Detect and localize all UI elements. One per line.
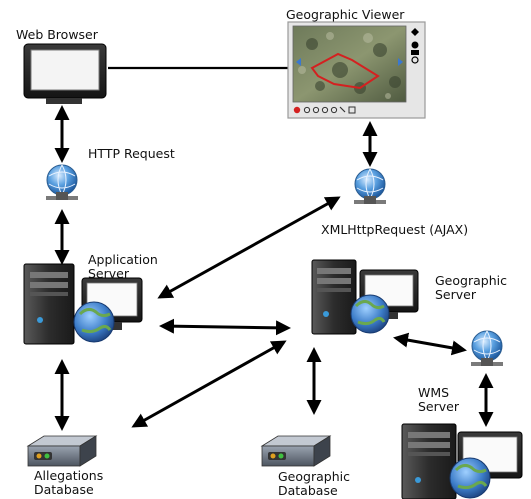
http-request-label: HTTP Request [88, 146, 175, 161]
web-browser-label: Web Browser [16, 27, 98, 42]
allegations-database-label-line2: Database [34, 482, 94, 497]
wms-server-label-line1: WMS [418, 385, 450, 400]
viewer-side-tools [411, 28, 419, 64]
wms-network-globe-icon [471, 330, 503, 366]
map-route [310, 52, 380, 90]
viewer-toolbar [293, 106, 356, 114]
wms-server-label-line2: Server [418, 399, 459, 414]
application-server-icon [23, 263, 143, 345]
geographic-database-label-line2: Database [278, 483, 338, 498]
allegations-database-label-line1: Allegations [34, 468, 104, 483]
xhr-network-globe-icon [354, 168, 386, 204]
geographic-viewer-window [287, 21, 426, 119]
arrow-geoserver-wms [393, 332, 467, 356]
geographic-server-label-line1: Geographic [435, 273, 507, 288]
geographic-database-label-line1: Geographic [278, 469, 350, 484]
web-browser-monitor-icon [23, 43, 107, 104]
geographic-viewer-label: Geographic Viewer [286, 7, 405, 22]
http-network-globe-icon [46, 164, 78, 200]
arrow-appserver-xhr [157, 196, 341, 299]
wms-server-icon [401, 423, 523, 499]
xmlhttprequest-label: XMLHttpRequest (AJAX) [321, 222, 469, 237]
allegations-database-icon [26, 435, 98, 467]
geographic-server-icon [311, 259, 419, 335]
geographic-database-icon [260, 435, 332, 467]
application-server-label-line2: Server [88, 266, 129, 281]
arrow-allegdb-geoserver [131, 340, 287, 428]
arrow-appserver-geoserver [159, 318, 291, 336]
geographic-server-label-line2: Server [435, 287, 476, 302]
arrows [54, 105, 494, 431]
application-server-label-line1: Application [88, 252, 158, 267]
